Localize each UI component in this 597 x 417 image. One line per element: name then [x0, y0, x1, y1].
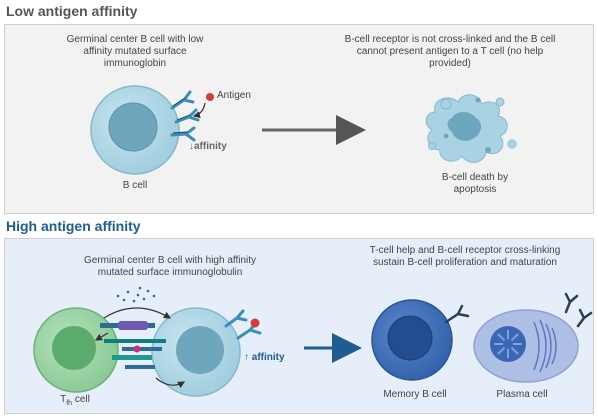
high-left-caption-line1: Germinal center B cell with high affinit… — [83, 255, 257, 266]
high-right-caption: T-cell help and B-cell receptor cross-li… — [345, 245, 585, 269]
low-affinity-title: Low antigen affinity — [6, 3, 138, 19]
low-bcell-receptors-dark — [172, 97, 191, 134]
bcell-label: B cell — [122, 180, 148, 191]
apoptosis-caption-line2: apoptosis — [453, 184, 497, 195]
memory-bcell-label: Memory B cell — [383, 389, 447, 400]
apoptosis-caption: B-cell death by apoptosis — [420, 172, 530, 196]
low-left-caption: Germinal center B cell with low affinity… — [30, 34, 240, 70]
tfh-cell-label: Tfh cell — [40, 394, 110, 410]
high-left-caption: Germinal center B cell with high affinit… — [40, 255, 300, 279]
high-affinity-title: High antigen affinity — [6, 218, 141, 234]
low-affinity-label: ↓affinity — [189, 141, 227, 152]
low-antigen-icon — [206, 93, 214, 101]
help-signal-arrow-icon — [103, 307, 172, 319]
tcell-signal-arrow-icon — [94, 332, 109, 341]
high-antigen-icon — [250, 318, 260, 328]
high-left-caption-line2: mutated surface immunoglobulin — [97, 267, 243, 278]
low-left-caption-line2: affinity mutated surface — [83, 46, 187, 57]
memory-bcell — [371, 299, 453, 381]
antigen-curved-arrow-icon — [192, 102, 206, 119]
low-left-caption-line3: immunoglobin — [103, 58, 167, 69]
low-right-caption-line2: cannot present antigen to a T cell (no h… — [356, 46, 544, 57]
plasma-cell-label: Plasma cell — [496, 389, 548, 400]
high-affinity-label: ↑ affinity — [244, 352, 285, 363]
low-bcell-receptors — [170, 90, 200, 142]
low-bcell — [90, 85, 180, 175]
low-right-caption: B-cell receptor is not cross-linked and … — [330, 34, 570, 70]
tfh-cell — [33, 307, 119, 393]
low-left-caption-line1: Germinal center B cell with low — [66, 34, 204, 45]
bcell-signal-arrow-icon — [155, 377, 186, 389]
cytokine-dots-icon — [116, 286, 156, 303]
plasma-antibody-icons — [564, 292, 593, 328]
high-bcell — [151, 307, 241, 397]
tfh-label-rest: cell — [72, 394, 90, 405]
apoptosis-caption-line1: B-cell death by — [441, 172, 509, 183]
high-right-caption-line1: T-cell help and B-cell receptor cross-li… — [369, 245, 561, 256]
apoptotic-cell-icon — [425, 94, 517, 163]
low-right-caption-line3: provided) — [429, 58, 471, 69]
high-right-caption-line2: sustain B-cell proliferation and maturat… — [373, 257, 557, 268]
tfh-label-t: T — [60, 394, 67, 405]
tfh-label-sub: fh — [66, 400, 73, 407]
plasma-cell — [473, 309, 579, 383]
immune-synapse-icon — [100, 321, 166, 369]
low-right-caption-line1: B-cell receptor is not cross-linked and … — [344, 34, 556, 45]
antigen-label: Antigen — [217, 90, 251, 101]
memory-bcell-receptor-icon — [444, 304, 470, 324]
